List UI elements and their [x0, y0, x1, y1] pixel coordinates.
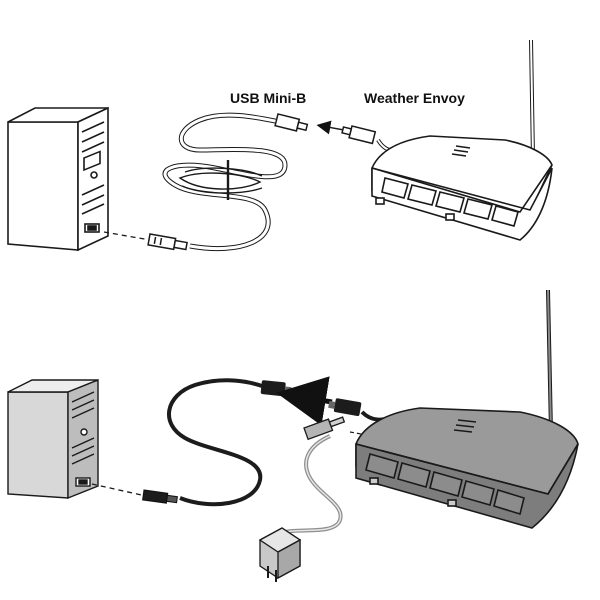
- envoy-usb-plug: [341, 125, 401, 153]
- dashed-connection-line: [91, 483, 147, 497]
- usb-mini-b-label: USB Mini-B: [230, 90, 307, 106]
- usb-cable-icon: [147, 112, 309, 252]
- computer-tower-icon: [7, 378, 99, 500]
- computer-tower-icon: [7, 106, 109, 252]
- weather-envoy-label: Weather Envoy: [364, 90, 465, 106]
- bottom-diagram: [7, 289, 579, 582]
- power-adapter-icon: [258, 416, 373, 582]
- top-diagram: [7, 39, 553, 252]
- usb-cable-icon: [142, 378, 292, 507]
- arrow-left-icon: [276, 376, 333, 426]
- weather-envoy-icon: [371, 39, 553, 241]
- dashed-connection-line: [103, 231, 151, 241]
- envoy-usb-plug: [328, 398, 393, 422]
- weather-envoy-icon: [355, 289, 579, 529]
